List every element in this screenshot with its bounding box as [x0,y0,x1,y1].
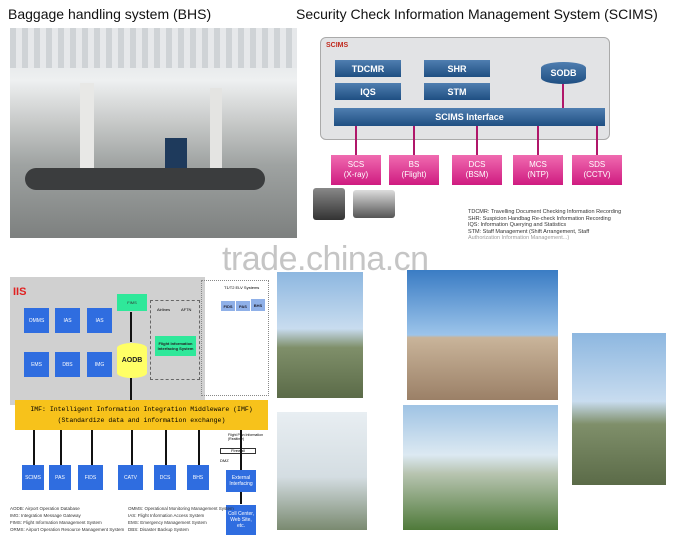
arrow [537,126,539,155]
omms-box: OMMS [24,308,49,333]
arrow [33,430,35,465]
flight-plan-label: Flight Plan Information (Realtime) [228,433,264,441]
arrow [413,126,415,155]
legend-line: OMMS: Operational Monitoring Management … [128,506,234,511]
elv-title: T1/T2 ELV Systems [224,285,260,290]
legend-line: IQS: Information Querying and Statistics [468,222,567,228]
legend-line: FIMS: Flight Information Management Syst… [10,520,102,525]
source-name: SCS [347,160,365,169]
airlines-label: Airlines [157,307,171,312]
arrow [130,430,133,465]
bottom-system-box: DCS [154,465,176,490]
dbs-box: DBS [55,352,80,377]
xray-scanner-image [313,188,345,220]
scims-legend: TDCMR: Travelling Document Checking Info… [468,209,621,242]
fence-photo [572,333,666,485]
legend-line: Authorization Information Management...) [468,235,570,241]
elv-group: T1/T2 ELV Systems FIDS PAS BHS [201,280,269,396]
bhs-title: Baggage handling system (BHS) [8,6,212,22]
arrow [355,126,357,155]
fence-photo [403,405,558,530]
source-name: MCS [529,160,547,169]
shr-box: SHR [424,60,490,77]
source-box-1: BS(Flight) [389,155,439,185]
stm-box: STM [424,83,490,100]
fence-photo [277,272,363,398]
source-name: BS [408,160,420,169]
bhs-photo [10,28,297,238]
ems-box: EMS [24,352,49,377]
ias-box: IAS [55,308,80,333]
arrow [60,430,62,465]
scims-label: SCIMS [326,42,349,49]
legend-line: AODB: Airport Operation Database [10,506,80,511]
iis-label: IIS [13,286,27,298]
legend-line: EMS: Emergency Management System [128,520,207,525]
source-box-0: SCS(X-ray) [331,155,381,185]
bhs-box: BHS [251,299,265,311]
bottom-system-box: CATV [118,465,143,490]
source-box-3: MCS(NTP) [513,155,563,185]
bottom-system-box: BHS [187,465,209,490]
flight-interface-group: Airlines AFTN Flight Information Interfa… [150,300,200,380]
scims-interface-bar: SCIMS Interface [334,108,605,126]
call-center-box: Coll Center, Web Site, etc. [226,505,256,535]
source-sub: (NTP) [527,170,549,179]
flight-info-interfacing-box: Flight Information Interfacing System [155,336,196,356]
arrow [198,430,200,465]
sodb-database: SODB [541,62,586,84]
source-sub: (Flight) [401,170,427,179]
arrow [90,430,93,465]
aftn-label: AFTN [181,307,192,312]
source-sub: (X-ray) [343,170,369,179]
fence-photo [277,412,367,530]
imf-bar: IMF: Intelligent Information Integration… [15,400,268,430]
ias-box: IAS [87,308,112,333]
imf-subtitle: (Standardize data and information exchan… [57,417,226,424]
legend-line: STM: Staff Management (Shift Arrangement… [468,228,590,235]
source-box-2: DCS(BSM) [452,155,502,185]
bottom-system-box: PAS [49,465,71,490]
legend-line: DBS: Disaster Backup System [128,527,189,532]
scims-title: Security Check Information Management Sy… [296,6,658,22]
source-sub: (BSM) [465,170,489,179]
fids-box: FIDS [221,301,235,311]
aodb-database: AODB [117,343,147,378]
bottom-system-box: FIDS [78,465,103,490]
pas-box: PAS [236,301,250,311]
dmz-label: DMZ [220,458,229,463]
fence-photo [407,270,558,400]
source-name: DCS [468,160,486,169]
tdcmr-box: TDCMR [335,60,401,77]
fims-box: FIMS [117,294,147,311]
watermark: trade.china.cn [222,240,429,278]
firewall-box: Firewall [220,448,256,454]
arrow [165,430,167,465]
bottom-system-box: SCIMS [22,465,44,490]
iqs-box: IQS [335,83,401,100]
legend-line: TDCMR: Travelling Document Checking Info… [468,209,622,215]
legend-line: IMG: Integration Message Gateway [10,513,81,518]
iis-legend-right: OMMS: Operational Monitoring Management … [128,505,234,533]
iis-legend-left: AODB: Airport Operation Database IMG: In… [10,505,124,533]
arrow [596,126,598,155]
legend-line: ORMS: Airport Operation Resource Managem… [10,527,125,532]
legend-line: IAS: Flight Information Access System [128,513,205,518]
arrow [476,126,478,155]
legend-line: SHR: Suspicion Handbag Re-check Informat… [468,215,611,222]
imf-title: IMF: Intelligent Information Integration… [30,406,253,413]
source-name: SDS [588,160,606,169]
xray-scanner-image [353,190,395,218]
source-sub: (CCTV) [583,170,611,179]
img-box: IMG [87,352,112,377]
source-box-4: SDS(CCTV) [572,155,622,185]
external-interfacing-box: External Interfacing [226,470,256,492]
